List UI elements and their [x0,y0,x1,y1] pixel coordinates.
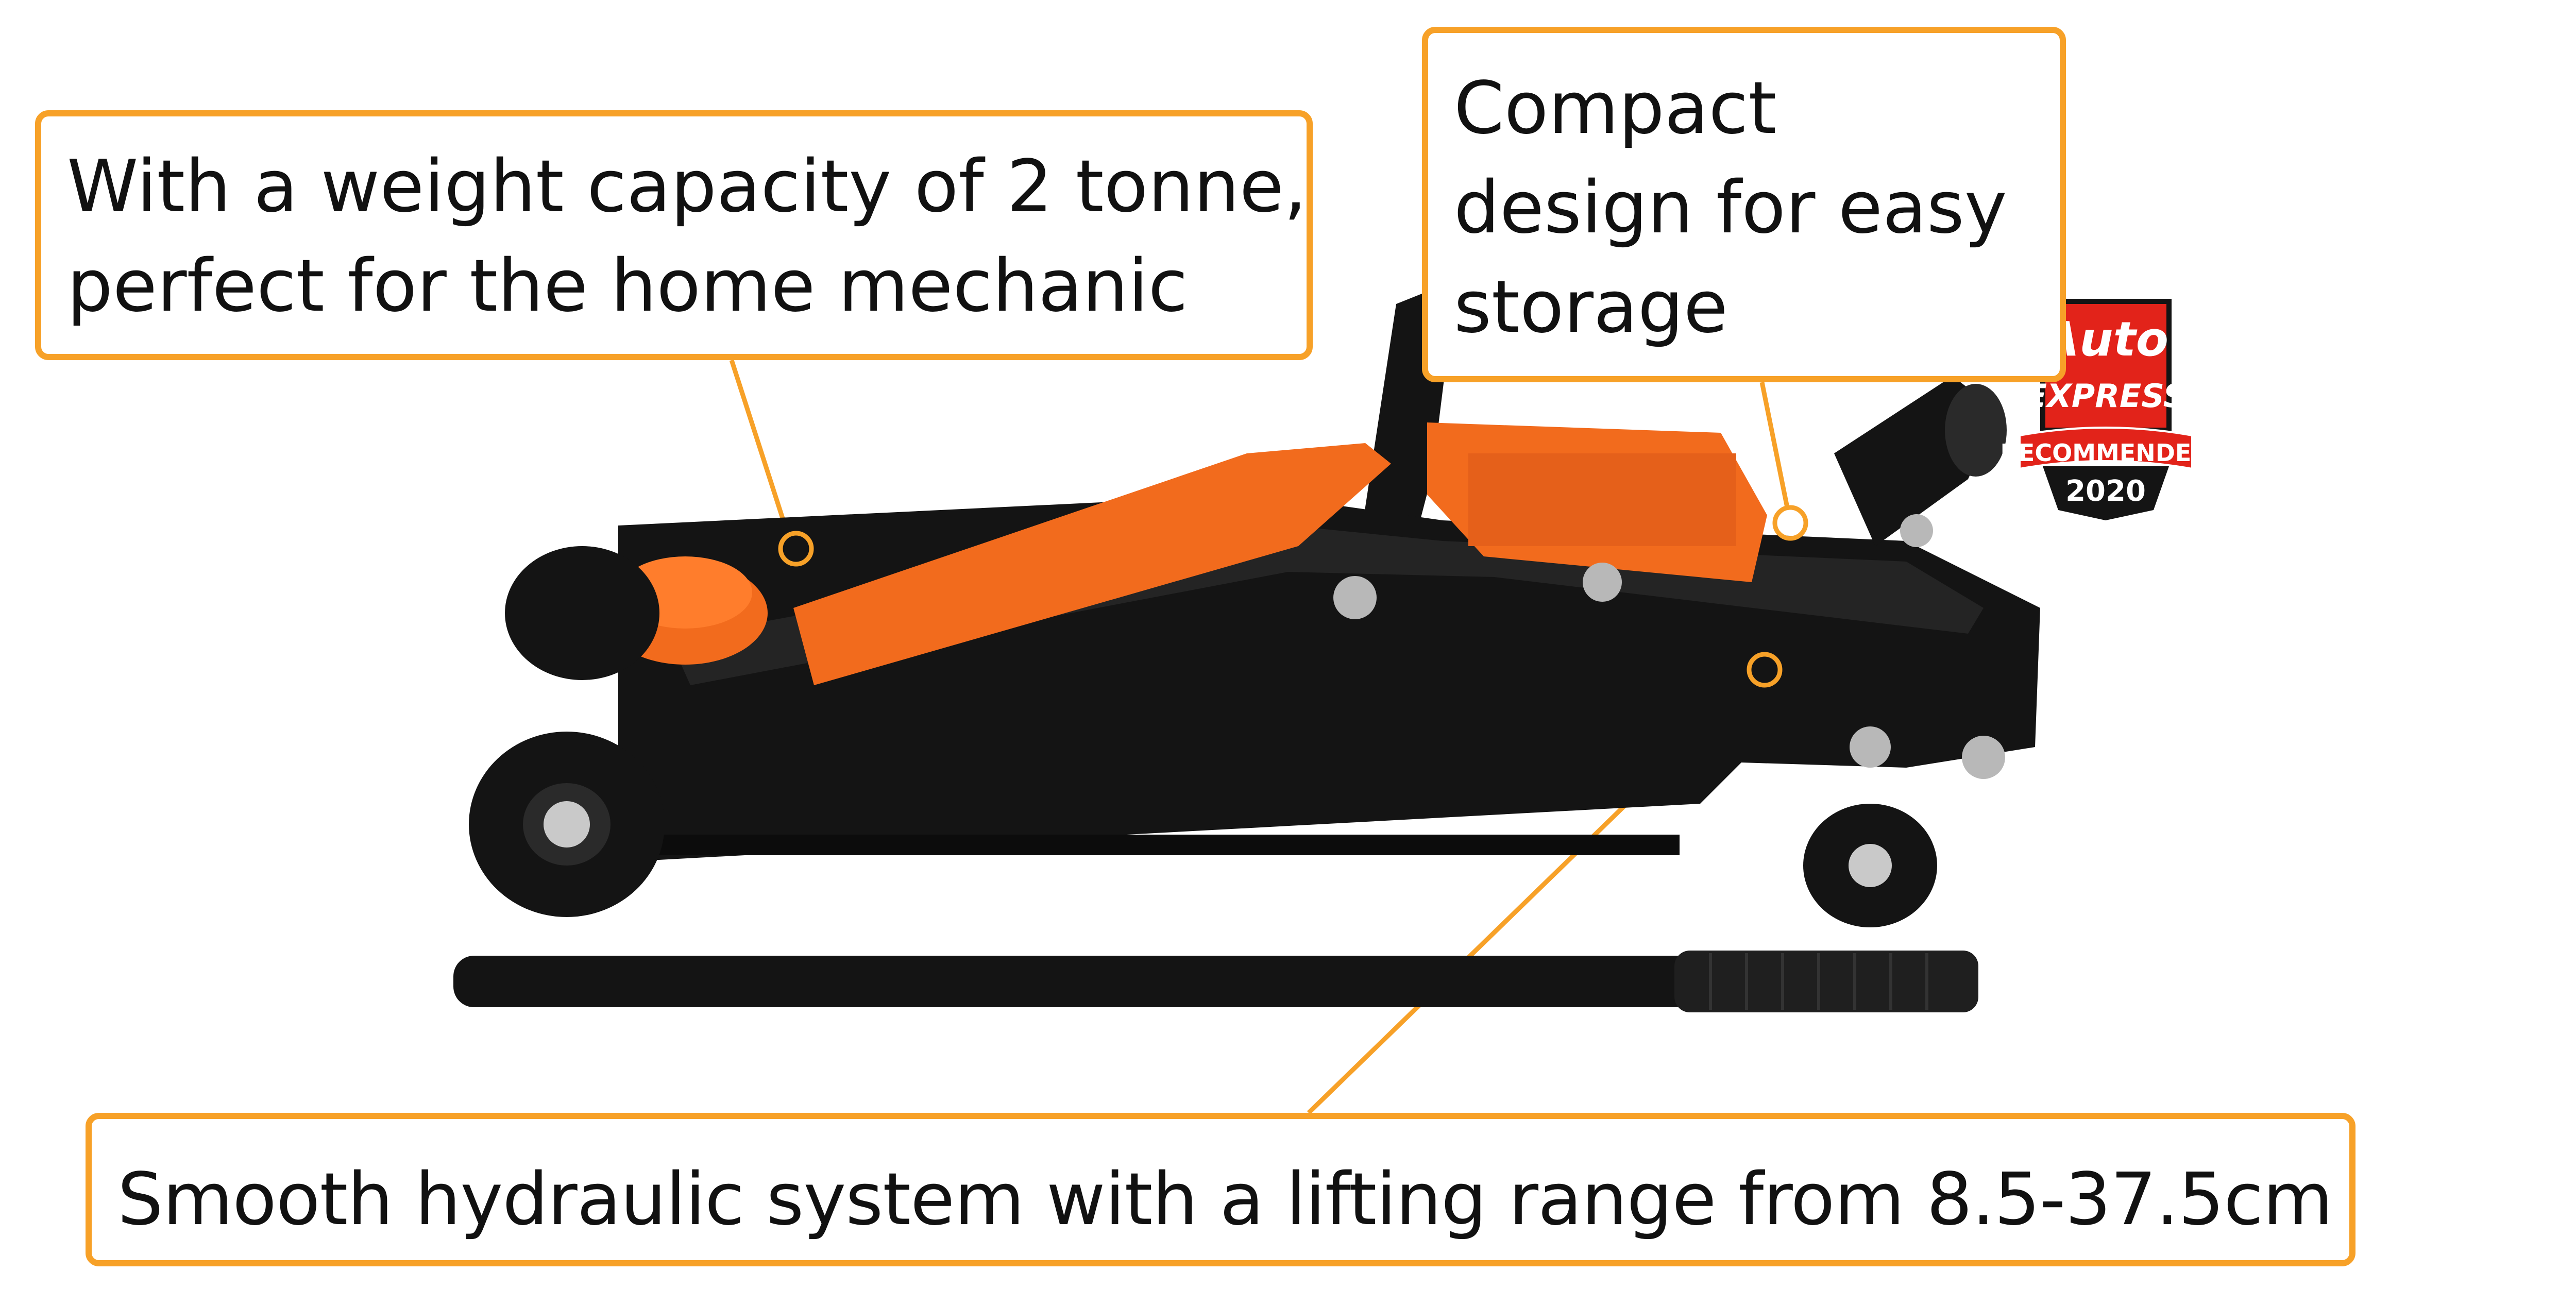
callout-compact-line3: storage [1454,265,1728,350]
marker-capacity [778,531,814,567]
leader-line-compact [1759,382,1790,511]
badge-brand-line2: EXPRESS [2025,377,2187,415]
leader-line-capacity [729,359,791,537]
marker-hydraulic [1747,652,1783,688]
callout-weight-capacity: With a weight capacity of 2 tonne, perfe… [35,110,1313,360]
callout-compact-line2: design for easy [1454,166,2007,250]
floor-jack-image [469,294,2040,927]
callout-capacity-line1: With a weight capacity of 2 tonne, [67,145,1307,229]
callout-hydraulic-system: Smooth hydraulic system with a lifting r… [86,1113,2355,1266]
marker-compact [1772,505,1808,541]
callout-compact-line1: Compact [1454,66,1777,150]
jack-handle-image [453,951,1978,1012]
callout-capacity-line2: perfect for the home mechanic [67,244,1188,329]
badge-year: 2020 [2065,474,2146,508]
callout-markers [778,505,1808,688]
callout-hydraulic-line1: Smooth hydraulic system with a lifting r… [117,1158,2333,1242]
callout-compact-design: Compact design for easy storage [1422,27,2066,382]
badge-ribbon: RECOMMENDED [2001,439,2211,467]
